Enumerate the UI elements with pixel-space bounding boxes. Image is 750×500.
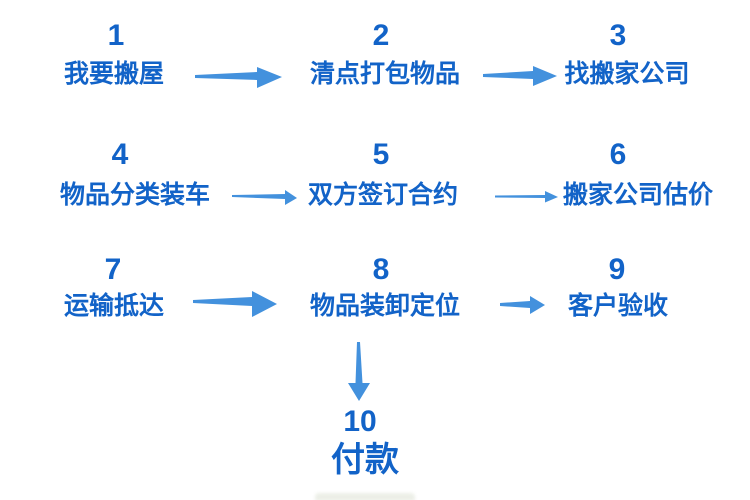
step-8-number: 8: [372, 253, 390, 286]
step-1-label: 我要搬屋: [63, 60, 165, 88]
step-3-label: 找搬家公司: [564, 60, 690, 88]
step-3-number: 3: [609, 19, 627, 52]
arrow-right-icon: [495, 191, 558, 203]
step-4-label: 物品分类装车: [59, 181, 211, 209]
arrow-right-icon: [483, 66, 557, 86]
step-5-number: 5: [372, 138, 390, 171]
step-5-label: 双方签订合约: [307, 181, 459, 209]
step-2-label: 清点打包物品: [309, 60, 461, 88]
step-4-number: 4: [111, 138, 129, 171]
arrow-right-icon: [193, 291, 277, 317]
arrow-right-icon: [500, 296, 545, 314]
step-2-number: 2: [372, 19, 390, 52]
cropped-bottom-artifact: [315, 493, 415, 500]
step-9-label: 客户验收: [567, 292, 669, 320]
step-9-number: 9: [608, 253, 626, 286]
step-6-number: 6: [609, 138, 627, 171]
step-10-number: 10: [343, 405, 377, 438]
arrow-right-icon: [195, 67, 282, 88]
arrow-right-icon: [232, 190, 297, 205]
step-7-label: 运输抵达: [63, 292, 165, 320]
arrow-down-icon: [348, 342, 370, 401]
step-10-label: 付款: [331, 441, 399, 479]
step-6-label: 搬家公司估价: [562, 181, 714, 209]
step-7-number: 7: [104, 253, 122, 286]
step-1-number: 1: [107, 19, 125, 52]
step-8-label: 物品装卸定位: [309, 292, 461, 320]
